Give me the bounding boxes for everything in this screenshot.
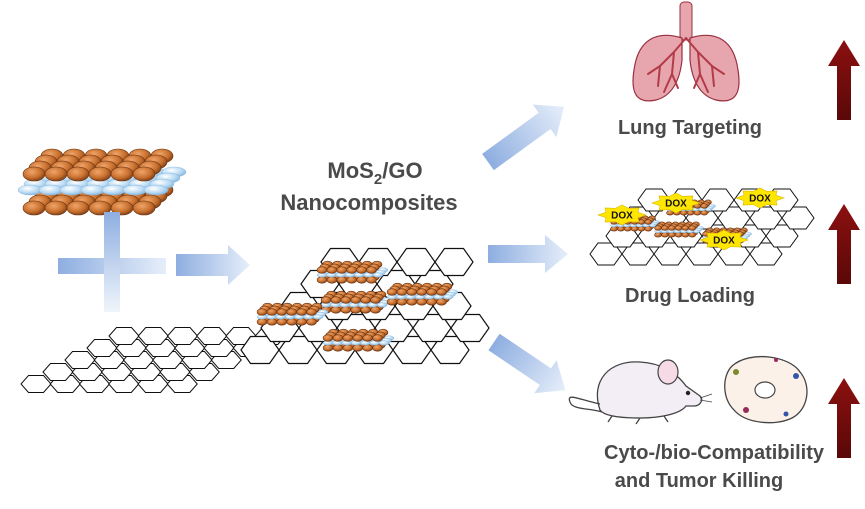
mos2-go-nanocomposite-image (240, 247, 490, 365)
compatibility-label-line1: Cyto-/bio-Compatibility (604, 442, 825, 464)
arrow-to-nanocomposite (176, 245, 250, 285)
nanocomposite-title-line1: MoS2/GO (327, 158, 422, 188)
increase-arrow-compatibility (828, 378, 860, 458)
arrow-to-drug-loading (488, 235, 568, 273)
mouse-icon (568, 359, 713, 425)
graphene-oxide-sheet-image (20, 327, 286, 393)
increase-arrow-drug (828, 204, 860, 284)
lung-targeting-label: Lung Targeting (618, 117, 762, 139)
drug-loading-image: DOX DOX DOX DOX (589, 187, 815, 266)
lung-icon (632, 1, 740, 102)
dox-label: DOX (665, 199, 687, 210)
arrow-to-lung-targeting (482, 104, 565, 171)
nanocomposite-title-line2: Nanocomposites (280, 190, 457, 215)
dox-label: DOX (749, 194, 771, 205)
tumor-cell-icon (724, 355, 808, 424)
increase-arrow-lung (828, 40, 860, 120)
compatibility-label-line2: and Tumor Killing (615, 470, 784, 492)
mos2-layered-stack-image (17, 148, 187, 216)
plus-sign (58, 212, 166, 312)
dox-label: DOX (611, 211, 633, 222)
dox-label: DOX (713, 236, 735, 247)
arrow-to-compatibility (488, 333, 566, 394)
drug-loading-label: Drug Loading (625, 285, 755, 307)
